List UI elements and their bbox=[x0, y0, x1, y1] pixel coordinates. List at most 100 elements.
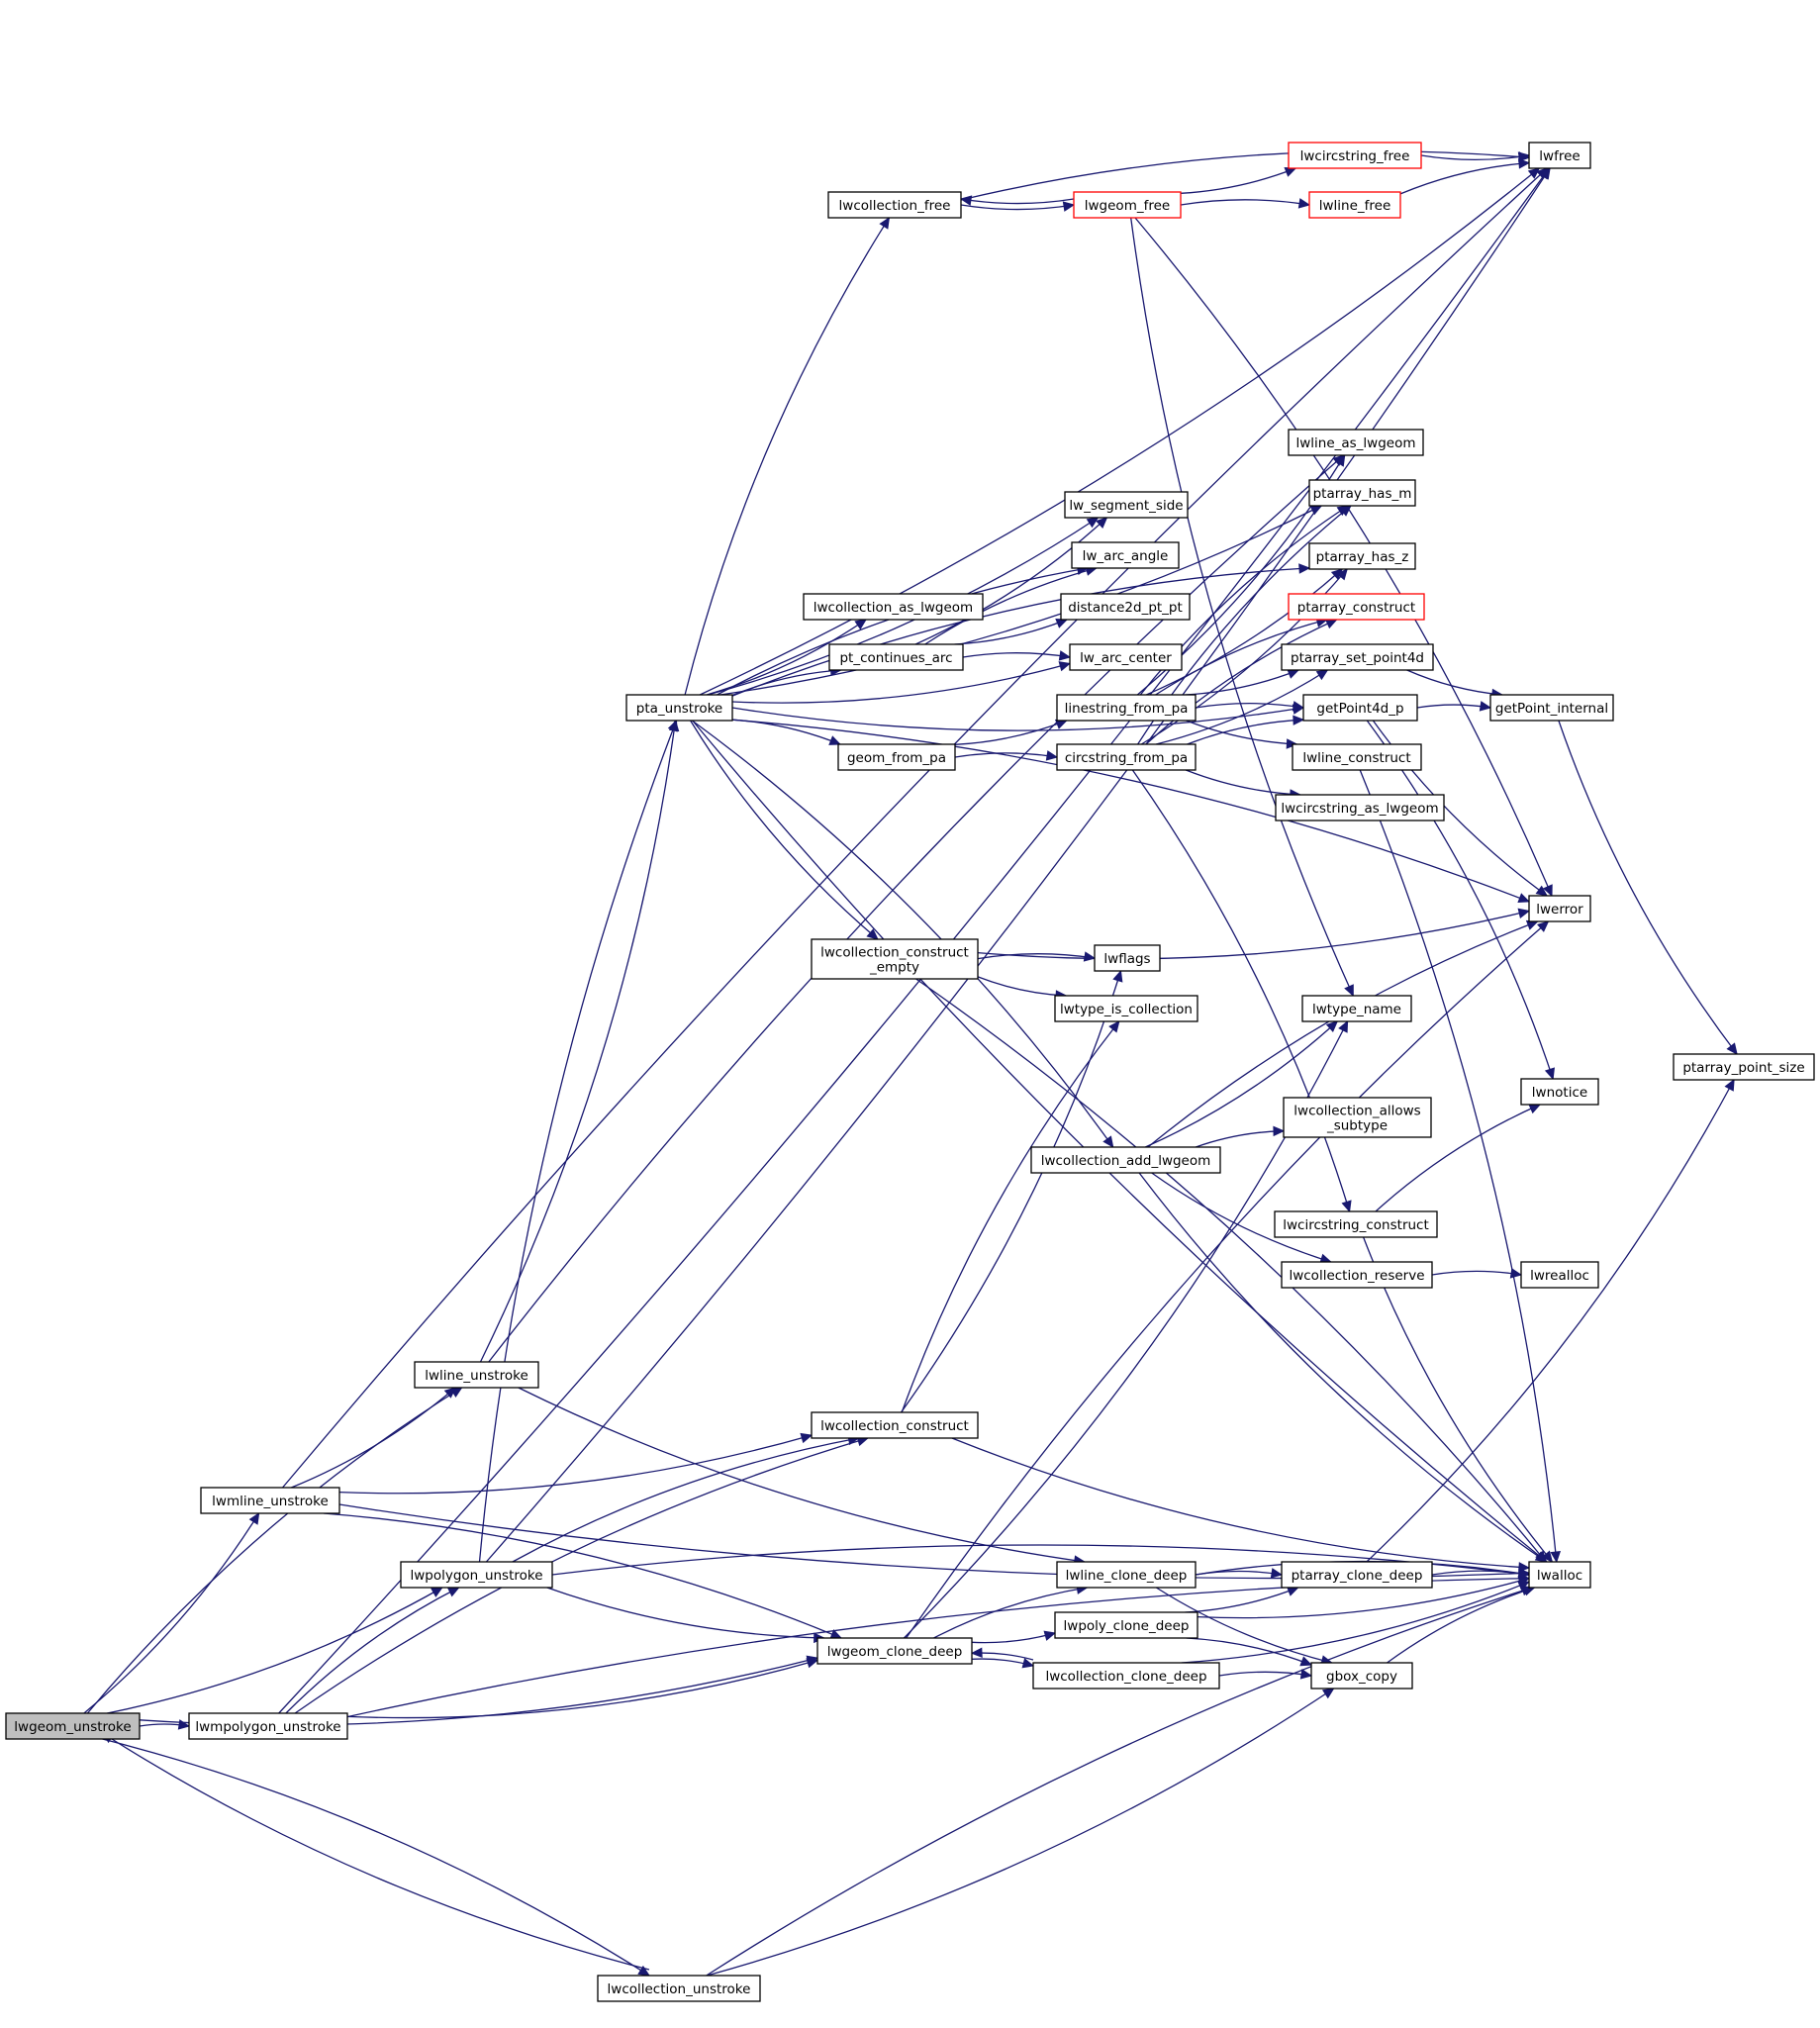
node-label: ptarray_clone_deep bbox=[1292, 1568, 1423, 1584]
node-pta_unstroke[interactable]: pta_unstroke bbox=[625, 694, 733, 722]
node-box bbox=[625, 694, 733, 722]
arrowhead-lwcircstring_construct-to-lwnotice bbox=[1528, 1104, 1542, 1114]
node-lwline_clone_deep[interactable]: lwline_clone_deep bbox=[1056, 1561, 1197, 1589]
node-ptarray_point_size[interactable]: ptarray_point_size bbox=[1673, 1053, 1815, 1081]
call-edge-lwline_construct-to-lwalloc bbox=[1359, 769, 1558, 1563]
node-label: lwnotice bbox=[1532, 1085, 1587, 1101]
call-edge-linestring_from_pa-to-ptarray_set_point4d bbox=[1185, 669, 1299, 696]
arrowhead-getPoint4d_p-to-lwnotice bbox=[1544, 1067, 1555, 1081]
arrowhead-lwcollection_add_lwgeom-to-lwcollection_allows_subtype bbox=[1273, 1125, 1286, 1137]
node-lwcollection_construct[interactable]: lwcollection_construct bbox=[811, 1411, 979, 1439]
node-lw_segment_side[interactable]: lw_segment_side bbox=[1064, 491, 1189, 519]
node-pt_continues_arc[interactable]: pt_continues_arc bbox=[828, 643, 964, 671]
call-edge-circstring_from_pa-to-ptarray_construct bbox=[1145, 619, 1337, 745]
node-label: lwline_unstroke bbox=[425, 1368, 528, 1384]
arrowhead-pta_unstroke-to-geom_from_pa bbox=[828, 735, 842, 745]
arrowhead-lwgeom_unstroke-to-lwmpolygon_unstroke bbox=[177, 1719, 191, 1730]
node-label: lwfree bbox=[1539, 148, 1580, 164]
node-ptarray_has_z[interactable]: ptarray_has_z bbox=[1308, 542, 1416, 570]
node-lwcollection_construct_empty[interactable]: lwcollection_construct_empty bbox=[811, 938, 979, 980]
node-label: lwline_clone_deep bbox=[1066, 1568, 1188, 1584]
node-lwerror[interactable]: lwerror bbox=[1528, 895, 1591, 922]
node-lwcircstring_construct[interactable]: lwcircstring_construct bbox=[1274, 1210, 1438, 1238]
node-lwcollection_free[interactable]: lwcollection_free bbox=[827, 191, 962, 219]
node-lwrealloc[interactable]: lwrealloc bbox=[1520, 1261, 1599, 1289]
node-lwnotice[interactable]: lwnotice bbox=[1520, 1078, 1599, 1106]
node-lwflags[interactable]: lwflags bbox=[1094, 944, 1161, 972]
call-edge-lwcollection_clone_deep-to-lwalloc bbox=[1181, 1581, 1530, 1664]
call-edge-lwline_unstroke-to-lwline_clone_deep bbox=[518, 1387, 1085, 1563]
node-box bbox=[1520, 1261, 1599, 1289]
node-lwcollection_add_lwgeom[interactable]: lwcollection_add_lwgeom bbox=[1030, 1146, 1221, 1174]
arrowhead-ptarray_clone_deep-to-lwalloc bbox=[1517, 1568, 1531, 1579]
node-lwtype_name[interactable]: lwtype_name bbox=[1301, 995, 1412, 1022]
node-box bbox=[1056, 694, 1197, 722]
node-box bbox=[816, 1637, 973, 1665]
node-ptarray_set_point4d[interactable]: ptarray_set_point4d bbox=[1281, 643, 1434, 671]
node-lwfree[interactable]: lwfree bbox=[1528, 142, 1591, 169]
node-lwgeom_free[interactable]: lwgeom_free bbox=[1073, 191, 1182, 219]
arrowhead-lwgeom_clone_deep-to-lwtype_name bbox=[1338, 1019, 1349, 1033]
node-linestring_from_pa[interactable]: linestring_from_pa bbox=[1056, 694, 1197, 722]
node-box bbox=[1056, 743, 1197, 771]
call-edge-lwgeom_unstroke-to-lwline_unstroke bbox=[86, 1387, 462, 1714]
call-edge-getPoint_internal-to-ptarray_point_size bbox=[1558, 720, 1738, 1055]
node-ptarray_construct[interactable]: ptarray_construct bbox=[1288, 593, 1425, 621]
node-lwmline_unstroke[interactable]: lwmline_unstroke bbox=[200, 1487, 340, 1514]
node-box bbox=[1030, 1146, 1221, 1174]
call-edge-lwline_unstroke-to-lwline_as_lwgeom bbox=[488, 454, 1345, 1363]
arrowhead-lwcollection_construct_empty-to-lwflags bbox=[1083, 951, 1097, 962]
arrowhead-lwcircstring_construct-to-lwalloc bbox=[1541, 1550, 1554, 1563]
node-lwalloc[interactable]: lwalloc bbox=[1528, 1561, 1591, 1589]
node-lwcircstring_as_lwgeom[interactable]: lwcircstring_as_lwgeom bbox=[1275, 794, 1445, 821]
node-lwtype_is_collection[interactable]: lwtype_is_collection bbox=[1054, 995, 1198, 1022]
function-nodes: lwgeom_unstroke lwmpolygon_unstroke lwmlin… bbox=[5, 142, 1815, 2002]
node-getPoint4d_p[interactable]: getPoint4d_p bbox=[1302, 694, 1418, 722]
node-box bbox=[1283, 1097, 1432, 1138]
call-edge-pta_unstroke-to-lwcollection_add_lwgeom bbox=[691, 720, 1114, 1148]
arrowhead-linestring_from_pa-to-lwline_construct bbox=[1286, 738, 1298, 749]
node-lwline_free[interactable]: lwline_free bbox=[1308, 191, 1401, 219]
arrowhead-pta_unstroke-to-lwfree bbox=[1527, 167, 1541, 179]
arrowhead-lwpolygon_unstroke-to-pta_unstroke bbox=[667, 719, 678, 732]
arrowhead-lwpolygon_unstroke-to-lwfree bbox=[1539, 166, 1551, 180]
node-gbox_copy[interactable]: gbox_copy bbox=[1310, 1662, 1413, 1690]
arrowhead-lwmline_unstroke-to-lwcollection_construct bbox=[800, 1432, 814, 1444]
node-lwcollection_reserve[interactable]: lwcollection_reserve bbox=[1281, 1261, 1433, 1289]
node-label: lwpolygon_unstroke bbox=[410, 1568, 542, 1584]
node-lwmpolygon_unstroke[interactable]: lwmpolygon_unstroke bbox=[188, 1712, 348, 1740]
arrowhead-lwcollection_add_lwgeom-to-lwerror bbox=[1525, 919, 1539, 930]
arrowhead-pt_continues_arc-to-distance2d_pt_pt bbox=[1055, 618, 1069, 628]
arrowhead-getPoint_internal-to-ptarray_point_size bbox=[1726, 1042, 1738, 1055]
node-lw_arc_center[interactable]: lw_arc_center bbox=[1069, 643, 1183, 671]
node-distance2d_pt_pt[interactable]: distance2d_pt_pt bbox=[1060, 593, 1191, 621]
node-label: pt_continues_arc bbox=[839, 650, 952, 666]
node-lwline_construct[interactable]: lwline_construct bbox=[1292, 743, 1422, 771]
call-edge-lwmline_unstroke-to-lwfree bbox=[282, 167, 1548, 1489]
node-label: lwmpolygon_unstroke bbox=[195, 1719, 340, 1735]
node-lwpolygon_unstroke[interactable]: lwpolygon_unstroke bbox=[400, 1561, 553, 1589]
call-edge-lwgeom_clone_deep-to-lwline_clone_deep bbox=[933, 1587, 1088, 1639]
node-getPoint_internal[interactable]: getPoint_internal bbox=[1489, 694, 1614, 722]
node-lwcircstring_free[interactable]: lwcircstring_free bbox=[1288, 142, 1422, 169]
node-ptarray_has_m[interactable]: ptarray_has_m bbox=[1308, 479, 1416, 507]
node-lwcollection_unstroke[interactable]: lwcollection_unstroke bbox=[597, 1975, 761, 2002]
node-lwgeom_unstroke[interactable]: lwgeom_unstroke bbox=[5, 1712, 141, 1740]
node-lwgeom_clone_deep[interactable]: lwgeom_clone_deep bbox=[816, 1637, 973, 1665]
call-edge-lwcollection_reserve-to-lwrealloc bbox=[1431, 1270, 1522, 1276]
node-lwline_as_lwgeom[interactable]: lwline_as_lwgeom bbox=[1288, 429, 1424, 456]
call-edge-pta_unstroke-to-lwcollection_construct_empty bbox=[690, 720, 879, 940]
node-box bbox=[811, 938, 979, 980]
node-lwcollection_as_lwgeom[interactable]: lwcollection_as_lwgeom bbox=[803, 593, 984, 621]
node-geom_from_pa[interactable]: geom_from_pa bbox=[837, 743, 956, 771]
call-edge-lwpoly_clone_deep-to-gbox_copy bbox=[1186, 1637, 1312, 1666]
node-lwpoly_clone_deep[interactable]: lwpoly_clone_deep bbox=[1054, 1611, 1198, 1639]
call-edge-linestring_from_pa-to-getPoint4d_p bbox=[1195, 703, 1304, 709]
node-label: getPoint4d_p bbox=[1316, 701, 1403, 717]
node-lw_arc_angle[interactable]: lw_arc_angle bbox=[1071, 541, 1180, 569]
node-lwline_unstroke[interactable]: lwline_unstroke bbox=[414, 1361, 539, 1389]
node-lwcollection_clone_deep[interactable]: lwcollection_clone_deep bbox=[1032, 1662, 1220, 1690]
node-ptarray_clone_deep[interactable]: ptarray_clone_deep bbox=[1281, 1561, 1433, 1589]
node-lwcollection_allows_subtype[interactable]: lwcollection_allows_subtype bbox=[1283, 1097, 1432, 1138]
node-circstring_from_pa[interactable]: circstring_from_pa bbox=[1056, 743, 1197, 771]
